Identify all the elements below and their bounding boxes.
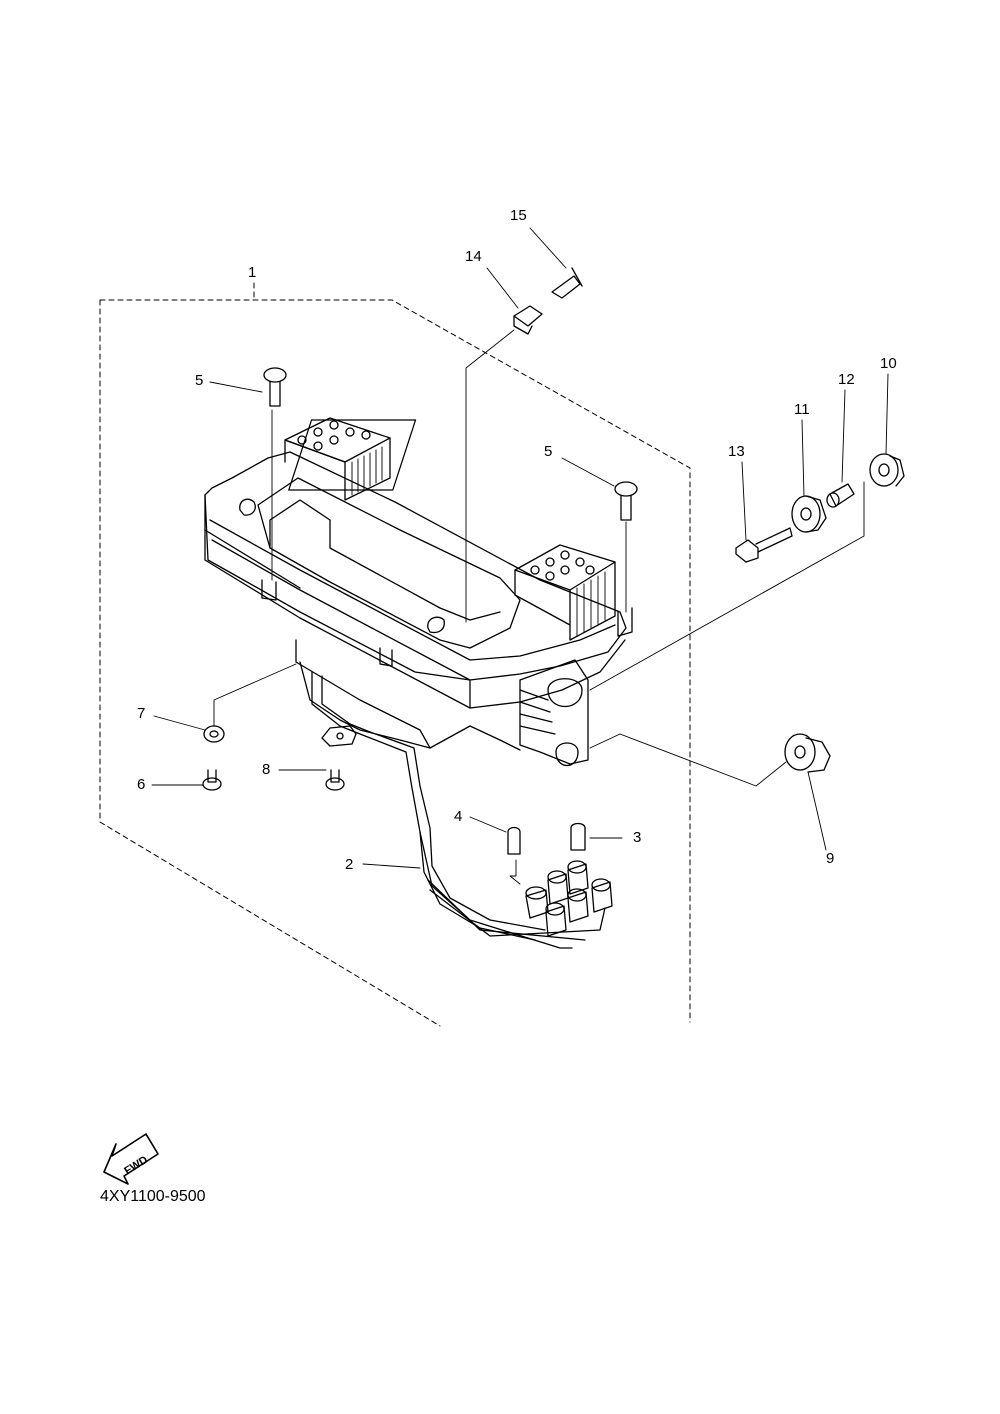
callout-5-upper: 5	[195, 372, 204, 389]
callout-11: 11	[794, 401, 810, 418]
callout-7: 7	[137, 705, 146, 722]
meter-assembly-body	[204, 417, 633, 949]
callout-12: 12	[838, 371, 855, 388]
fwd-label: FWD	[122, 1154, 150, 1177]
callout-5-right: 5	[544, 443, 553, 460]
callout-8: 8	[262, 761, 271, 778]
callout-2: 2	[345, 856, 354, 873]
callout-3: 3	[633, 829, 642, 846]
callout-6: 6	[137, 776, 146, 793]
fwd-arrow-icon: FWD	[103, 1133, 159, 1185]
callout-13: 13	[728, 443, 745, 460]
drawing-code: 4XY1100-9500	[100, 1188, 206, 1205]
small-parts	[202, 267, 905, 855]
assembly-boundary	[99, 282, 691, 1027]
callout-14: 14	[465, 248, 482, 265]
leader-lines	[151, 227, 889, 885]
callout-10: 10	[880, 355, 897, 372]
callout-15: 15	[510, 207, 527, 224]
callout-9: 9	[826, 850, 835, 867]
callout-4: 4	[454, 808, 463, 825]
callout-1: 1	[248, 264, 257, 281]
